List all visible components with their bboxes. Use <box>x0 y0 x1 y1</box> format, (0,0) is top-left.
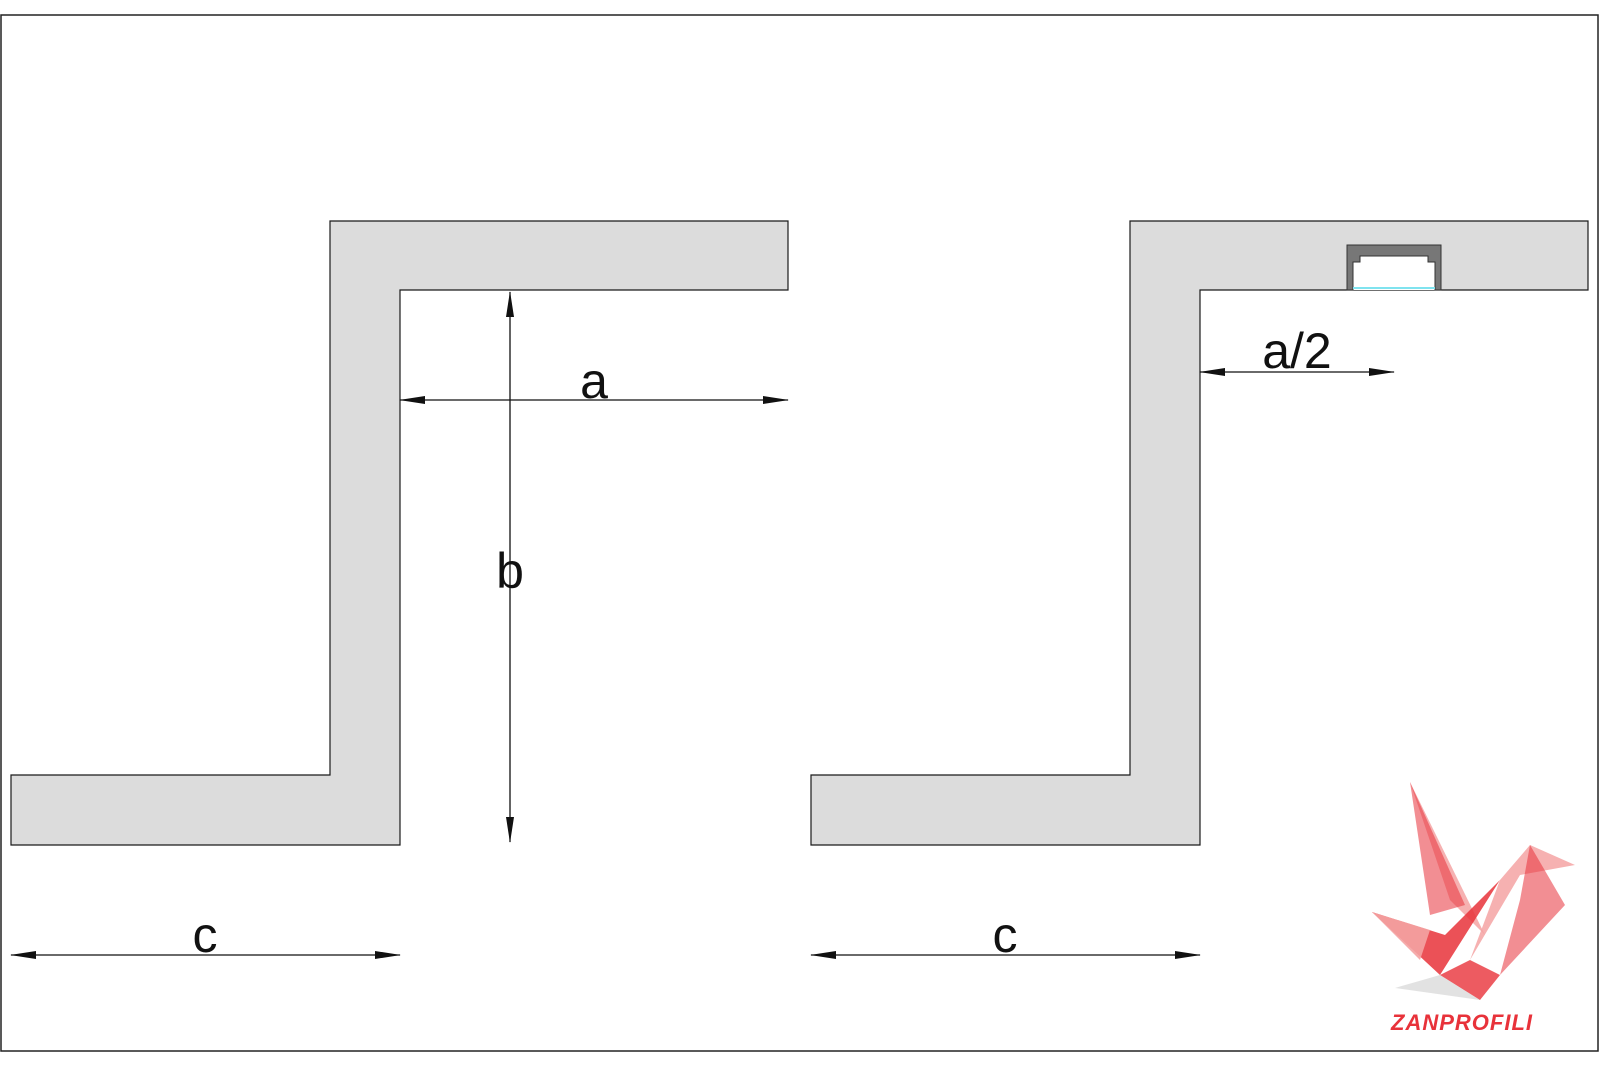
brand-logo-text: ZANPROFILI <box>1390 1010 1533 1035</box>
origami-crane-icon <box>1372 782 1575 1000</box>
led-channel <box>1346 244 1442 291</box>
right-profile: a/2 c <box>810 220 1589 963</box>
left-dimension-b-label: b <box>496 543 524 599</box>
left-profile: a b c <box>10 220 789 963</box>
left-profile-shape <box>10 220 789 846</box>
left-dimension-c-label: c <box>193 907 218 963</box>
brand-logo: ZANPROFILI <box>1372 782 1575 1035</box>
right-dimension-a-half-label: a/2 <box>1262 323 1332 379</box>
drawing-frame <box>0 14 1599 1052</box>
left-dimension-a-label: a <box>580 353 608 409</box>
right-dimension-c-label: c <box>993 907 1018 963</box>
right-profile-shape <box>810 220 1589 846</box>
led-channel-profile <box>1346 244 1442 291</box>
